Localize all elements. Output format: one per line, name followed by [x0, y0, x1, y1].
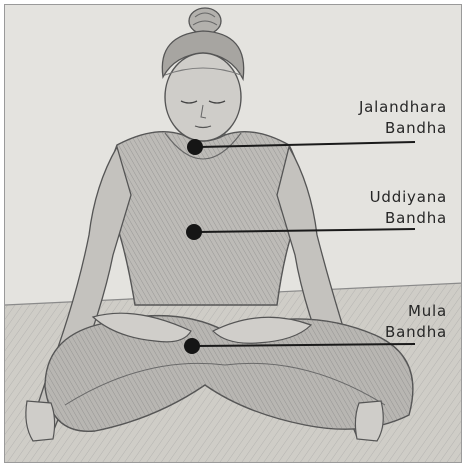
label-mula-line1: Mula [385, 301, 447, 322]
illustration-frame: Jalandhara Bandha Uddiyana Bandha Mula B… [4, 4, 462, 463]
jalandhara-point [187, 139, 203, 155]
label-uddiyana-line1: Uddiyana [370, 187, 447, 208]
left-hand [26, 401, 55, 441]
label-mula-line2: Bandha [385, 322, 447, 343]
label-uddiyana-line2: Bandha [370, 208, 447, 229]
label-jalandhara-line2: Bandha [359, 118, 447, 139]
label-jalandhara-line1: Jalandhara [359, 97, 447, 118]
uddiyana-point [186, 224, 202, 240]
mula-point [184, 338, 200, 354]
label-mula-bandha: Mula Bandha [385, 301, 447, 343]
torso-shading [110, 132, 301, 305]
label-uddiyana-bandha: Uddiyana Bandha [370, 187, 447, 229]
label-jalandhara-bandha: Jalandhara Bandha [359, 97, 447, 139]
pencil-drawing [5, 5, 462, 463]
right-hand [355, 401, 383, 441]
